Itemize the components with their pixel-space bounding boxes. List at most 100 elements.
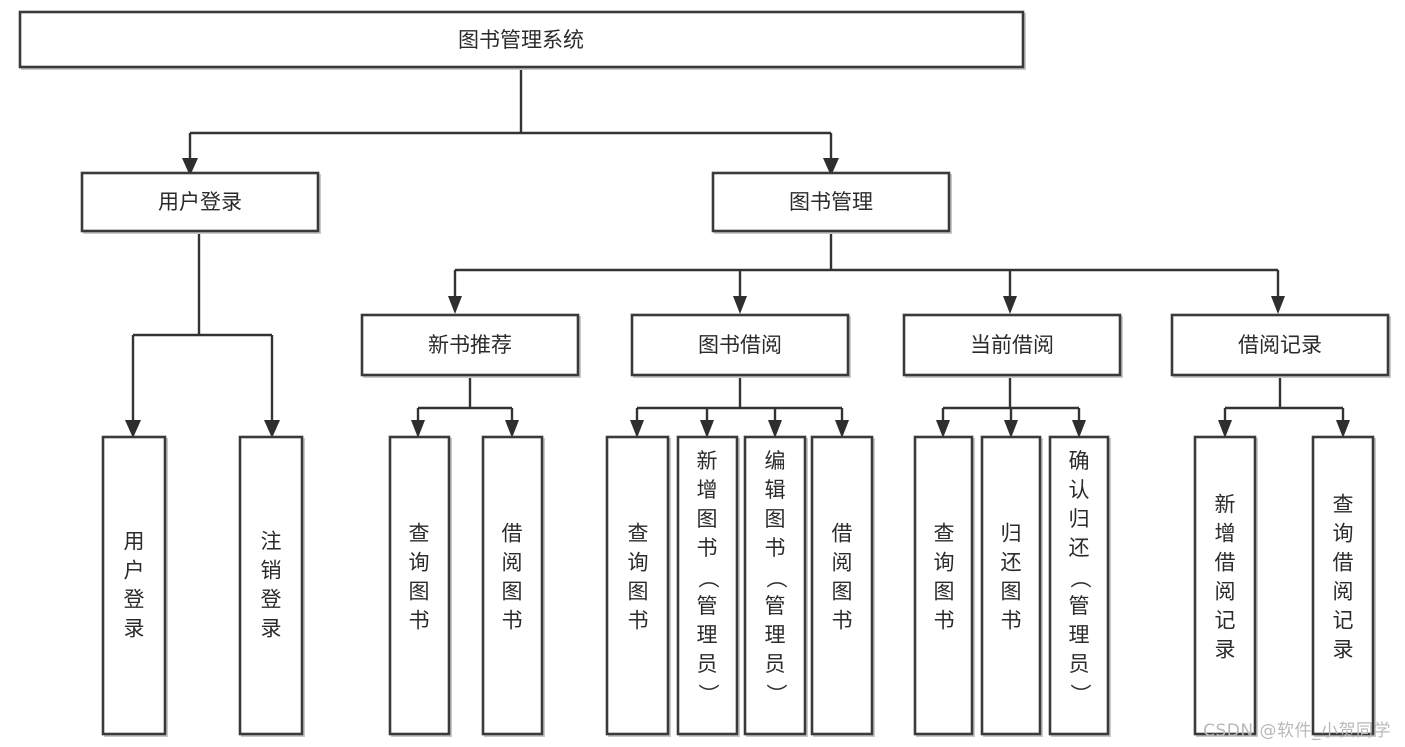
svg-text:书: 书 — [1001, 609, 1022, 633]
svg-text:图: 图 — [1001, 580, 1022, 604]
node-borrow-record[interactable]: 借阅记录 — [1170, 313, 1391, 378]
svg-text:）: ） — [696, 684, 720, 705]
svg-text:书: 书 — [409, 609, 430, 633]
svg-text:（: （ — [696, 568, 720, 589]
node-leaf-logout-login-box — [238, 435, 304, 736]
svg-text:编: 编 — [765, 449, 786, 473]
node-new-book-rec-label: 新书推荐 — [428, 333, 512, 357]
svg-text:确: 确 — [1069, 449, 1090, 473]
svg-text:图: 图 — [934, 580, 955, 604]
svg-text:理: 理 — [765, 623, 786, 647]
svg-text:）: ） — [1068, 684, 1092, 705]
node-leaf-query-book-3-box — [913, 435, 974, 736]
node-leaf-user-login-label: 用户登录 — [124, 530, 145, 641]
svg-text:新: 新 — [697, 449, 718, 473]
node-borrow-record-box — [1170, 313, 1390, 377]
svg-text:户: 户 — [124, 559, 145, 583]
svg-text:录: 录 — [124, 617, 145, 641]
svg-text:录: 录 — [1215, 638, 1236, 662]
node-new-book-rec[interactable]: 新书推荐 — [360, 313, 581, 378]
node-leaf-confirm-return-admin[interactable] — [1048, 435, 1111, 737]
svg-text:询: 询 — [409, 551, 430, 575]
svg-text:图: 图 — [409, 580, 430, 604]
svg-text:注: 注 — [261, 530, 282, 554]
arrow-head-user-login — [182, 158, 198, 176]
node-leaf-query-book-2[interactable] — [605, 435, 671, 737]
svg-text:录: 录 — [261, 617, 282, 641]
svg-text:查: 查 — [934, 522, 955, 546]
node-root[interactable]: 图书管理系统 — [18, 10, 1026, 70]
arrow-head-leaf-logout-login — [264, 420, 280, 438]
svg-text:询: 询 — [1333, 522, 1354, 546]
svg-text:还: 还 — [1069, 536, 1090, 560]
svg-text:借: 借 — [1215, 551, 1236, 575]
svg-text:图: 图 — [697, 507, 718, 531]
arrow-head-leaf-borrow-book-1 — [505, 420, 519, 438]
node-user-login-label: 用户登录 — [158, 190, 242, 214]
svg-text:销: 销 — [261, 559, 282, 583]
svg-text:记: 记 — [1333, 609, 1354, 633]
svg-text:询: 询 — [934, 551, 955, 575]
svg-text:书: 书 — [934, 609, 955, 633]
node-user-login[interactable]: 用户登录 — [80, 171, 321, 234]
node-user-login-box — [80, 171, 320, 233]
node-root-box — [18, 10, 1025, 69]
svg-text:管: 管 — [1069, 594, 1090, 618]
node-leaf-borrow-book-1[interactable] — [481, 435, 545, 737]
node-leaf-query-borrow-record[interactable] — [1311, 435, 1376, 737]
node-leaf-query-borrow-record-box — [1311, 435, 1375, 736]
arrow-head-leaf-borrow-book-2 — [835, 420, 849, 438]
node-leaf-query-book-1[interactable] — [388, 435, 452, 737]
svg-text:用: 用 — [124, 530, 145, 554]
arrow-head-leaf-user-login — [125, 420, 141, 438]
node-current-borrow[interactable]: 当前借阅 — [902, 313, 1123, 378]
arrow-head-current-borrow — [1003, 296, 1017, 314]
node-leaf-user-login[interactable] — [101, 435, 168, 737]
svg-text:询: 询 — [628, 551, 649, 575]
svg-text:图: 图 — [502, 580, 523, 604]
node-book-borrow-label: 图书借阅 — [698, 333, 782, 357]
svg-text:借: 借 — [502, 522, 523, 546]
node-book-manage-label: 图书管理 — [789, 190, 873, 214]
svg-text:借: 借 — [832, 522, 853, 546]
svg-text:书: 书 — [697, 536, 718, 560]
node-book-manage[interactable]: 图书管理 — [711, 171, 952, 234]
node-leaf-edit-book-admin[interactable] — [743, 435, 808, 737]
arrow-head-leaf-query-book-2 — [630, 420, 644, 438]
svg-text:图: 图 — [832, 580, 853, 604]
svg-text:借: 借 — [1333, 551, 1354, 575]
node-leaf-edit-book-admin-box — [743, 435, 807, 736]
node-leaf-query-book-1-box — [388, 435, 451, 736]
svg-text:登: 登 — [261, 588, 282, 612]
svg-text:查: 查 — [409, 522, 430, 546]
arrow-head-leaf-query-borrow-record — [1336, 420, 1350, 438]
node-new-book-rec-box — [360, 313, 580, 377]
arrow-head-book-borrow — [733, 296, 747, 314]
node-leaf-add-book-admin[interactable] — [676, 435, 740, 737]
svg-text:图: 图 — [765, 507, 786, 531]
node-leaf-add-borrow-record[interactable] — [1193, 435, 1258, 737]
node-leaf-logout-login[interactable] — [238, 435, 305, 737]
node-leaf-borrow-book-2[interactable] — [810, 435, 875, 737]
svg-text:阅: 阅 — [1333, 580, 1354, 604]
arrow-head-new-book-rec — [448, 296, 462, 314]
node-current-borrow-label: 当前借阅 — [970, 333, 1054, 357]
node-leaf-confirm-return-admin-box — [1048, 435, 1110, 736]
node-leaf-return-book[interactable] — [980, 435, 1043, 737]
node-book-borrow[interactable]: 图书借阅 — [630, 313, 851, 378]
svg-text:书: 书 — [765, 536, 786, 560]
node-book-manage-box — [711, 171, 951, 233]
svg-text:书: 书 — [628, 609, 649, 633]
node-leaf-query-book-3[interactable] — [913, 435, 975, 737]
svg-text:增: 增 — [1215, 522, 1236, 546]
svg-text:图: 图 — [628, 580, 649, 604]
svg-text:书: 书 — [832, 609, 853, 633]
